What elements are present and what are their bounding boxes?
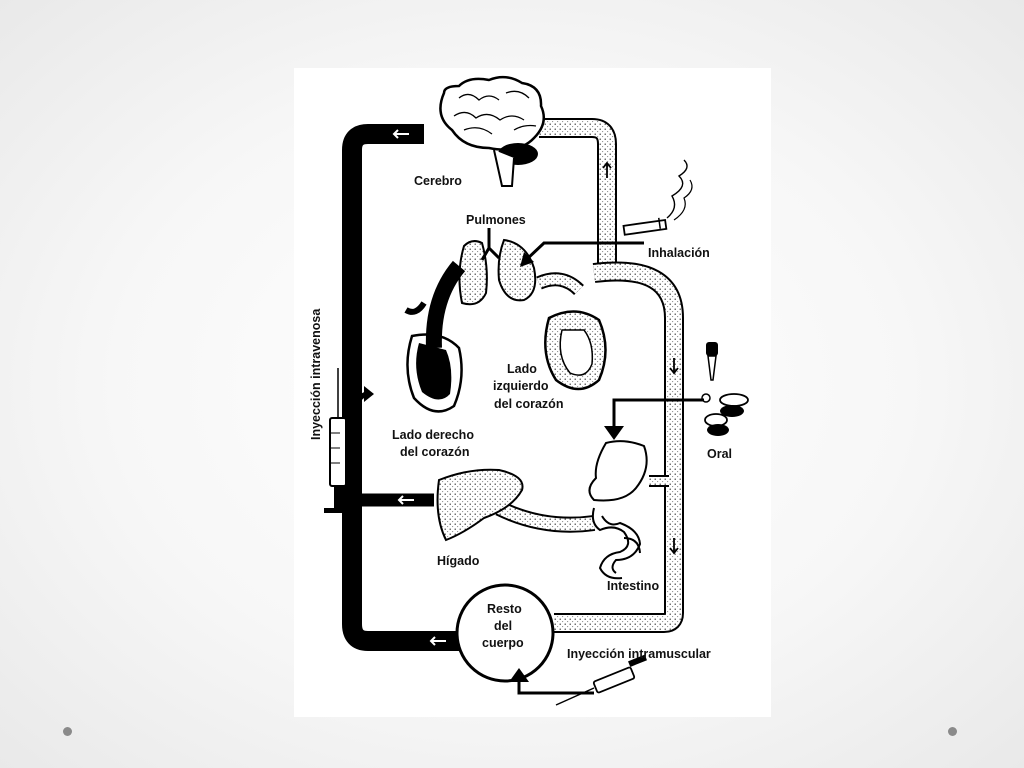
- liver-icon: [436, 468, 524, 542]
- iv-injection-arrow: [349, 386, 374, 417]
- slide-dot-right: [948, 727, 957, 736]
- label-im-injection: Inyección intramuscular: [567, 647, 711, 661]
- label-right-heart-2: del corazón: [400, 445, 469, 459]
- label-rest-1: Resto: [487, 602, 522, 616]
- label-liver: Hígado: [437, 554, 480, 568]
- circulation-figure: Cerebro Pulmones Inhalación Lado izquier…: [294, 68, 771, 717]
- label-left-heart-3: del corazón: [494, 397, 563, 411]
- label-iv-injection: Inyección intravenosa: [309, 308, 323, 440]
- lungs-icon: [458, 228, 537, 306]
- venous-return-vessels: [342, 124, 464, 651]
- stomach-icon: [588, 440, 648, 502]
- label-inhalation: Inhalación: [648, 246, 710, 260]
- label-lungs: Pulmones: [466, 213, 526, 227]
- label-brain: Cerebro: [414, 174, 462, 188]
- intestine-icon: [591, 507, 642, 580]
- label-intestine: Intestino: [607, 579, 659, 593]
- label-rest-2: del: [494, 619, 512, 633]
- label-rest-3: cuerpo: [482, 636, 524, 650]
- label-left-heart-2: izquierdo: [493, 379, 549, 393]
- right-heart-icon: [404, 260, 466, 413]
- cigarette-icon: [622, 159, 693, 236]
- arterial-vessels: [495, 118, 684, 633]
- inhalation-arrow: [520, 241, 644, 267]
- im-injection-arrow: [509, 668, 594, 695]
- oral-drugs-icon: [701, 342, 749, 436]
- left-heart-icon: [544, 310, 607, 391]
- label-left-heart-1: Lado: [507, 362, 537, 376]
- rest-of-body-node: [455, 583, 555, 683]
- im-syringe-icon: [555, 654, 647, 706]
- iv-syringe-icon: [324, 368, 352, 513]
- slide-dot-left: [63, 727, 72, 736]
- brain-icon: [439, 75, 546, 187]
- oral-route-arrow: [604, 398, 704, 440]
- label-right-heart-1: Lado derecho: [392, 428, 474, 442]
- label-oral: Oral: [707, 447, 732, 461]
